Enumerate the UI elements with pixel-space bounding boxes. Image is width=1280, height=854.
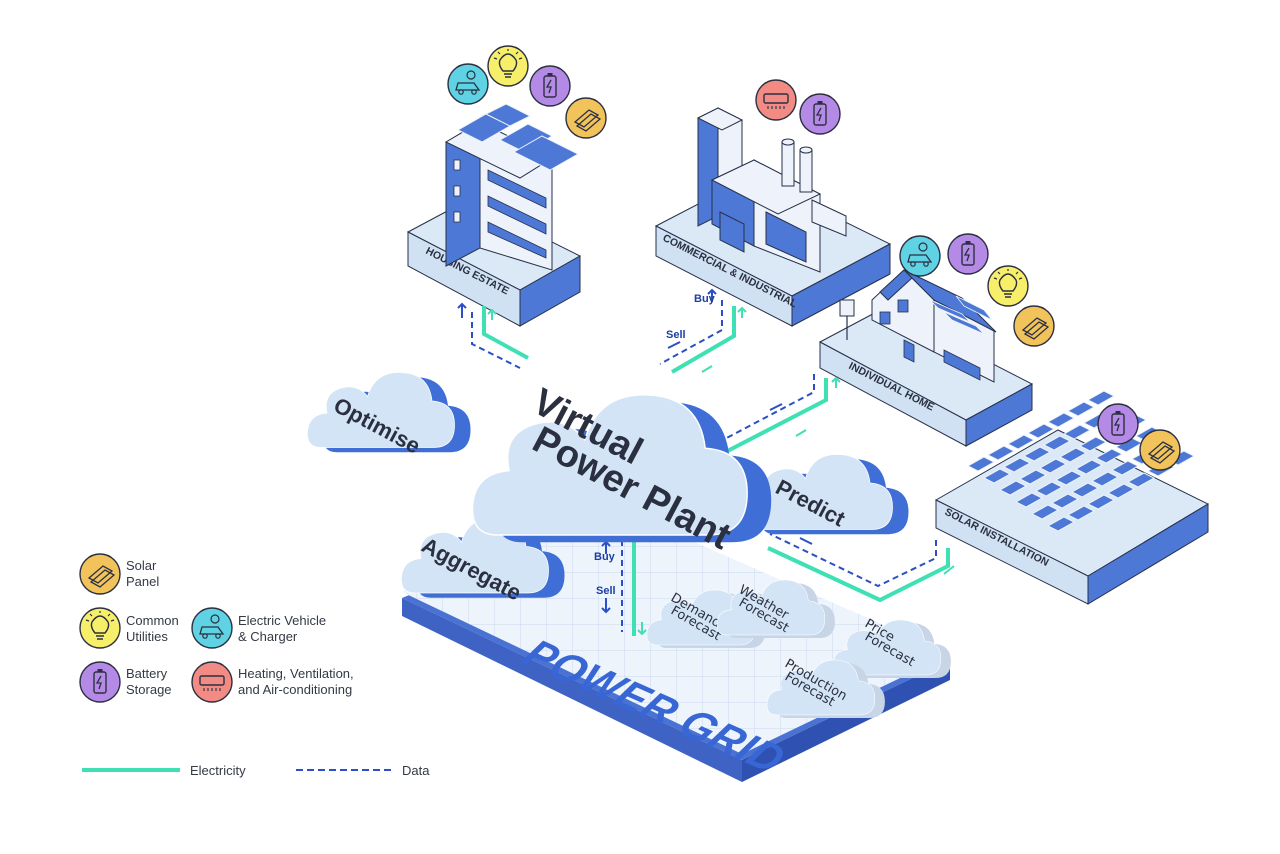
individual-home: INDIVIDUAL HOME	[818, 233, 1055, 447]
sell-label-commercial: Sell	[666, 329, 686, 341]
solar-panel-tile	[1034, 481, 1064, 497]
battery-icon-housing	[529, 65, 571, 107]
legend-utilities-line2: Utilities	[126, 629, 168, 644]
solar-panel-tile	[1022, 446, 1052, 462]
solar-panel-tile	[966, 456, 996, 472]
legend-battery-line2: Storage	[126, 682, 172, 697]
legend-hvac-line2: and Air-conditioning	[238, 682, 352, 697]
solar-panel-tile	[1094, 448, 1124, 464]
buy-label-grid: Buy	[594, 551, 616, 563]
solar-panel-tile	[1066, 505, 1096, 521]
legend: Solar Panel Common Utilities Battery Sto…	[79, 553, 430, 778]
lightbulb-icon-housing	[487, 45, 529, 87]
solar-panel-tile	[1110, 460, 1140, 476]
solar-panel-tile	[1046, 516, 1076, 532]
legend-utilities-line1: Common	[126, 613, 179, 628]
ev-icon-home	[899, 235, 941, 277]
solar-panel-tile	[1066, 401, 1096, 417]
housing-estate: HOUSING ESTATE	[406, 45, 607, 327]
solar-panel-tile	[1038, 458, 1068, 474]
legend-electricity-label: Electricity	[190, 763, 246, 778]
legend-ev-line1: Electric Vehicle	[238, 613, 326, 628]
legend-battery-line1: Battery	[126, 666, 168, 681]
sell-label-grid: Sell	[596, 585, 616, 597]
battery-icon-commercial	[799, 93, 841, 135]
buy-label-commercial: Buy	[694, 293, 716, 305]
legend-hvac-line1: Heating, Ventilation,	[238, 666, 354, 681]
solar-panel-tile	[1026, 423, 1056, 439]
legend-solar-panel-icon	[79, 553, 121, 595]
solar-panel-tile	[1090, 471, 1120, 487]
solar-panel-tile	[1074, 459, 1104, 475]
solar-panel-tile	[1054, 470, 1084, 486]
legend-solar-line2: Panel	[126, 574, 159, 589]
legend-solar-line1: Solar	[126, 558, 157, 573]
legend-data-label: Data	[402, 763, 430, 778]
solar-panel-tile	[998, 480, 1028, 496]
optimise-cloud: Optimise	[306, 371, 471, 459]
solar-panel-tile	[1086, 390, 1116, 406]
solar-installation: SOLAR INSTALLATION	[934, 390, 1210, 605]
solar-panel-tile	[1006, 434, 1036, 450]
solar-panel-tile	[1086, 494, 1116, 510]
solar-panel-tile	[1002, 457, 1032, 473]
predict-cloud: Predict	[744, 453, 909, 535]
flow-lines	[457, 288, 955, 636]
legend-ev-icon	[191, 607, 233, 649]
legend-air-conditioner-icon	[191, 661, 233, 703]
solar-panel-tile	[1062, 424, 1092, 440]
solar-panel-tile	[986, 445, 1016, 461]
solar-panel-tile	[982, 468, 1012, 484]
solar-panel-tile	[1030, 504, 1060, 520]
lightbulb-icon-home	[987, 265, 1029, 307]
legend-battery-icon	[79, 661, 121, 703]
solar-panel-tile	[1050, 493, 1080, 509]
ev-icon-housing	[447, 63, 489, 105]
solar-panel-icon-housing	[565, 97, 607, 139]
solar-panel-tile	[1070, 482, 1100, 498]
solar-panel-tile	[1106, 483, 1136, 499]
solar-panel-tile	[1014, 492, 1044, 508]
solar-panel-icon-home	[1013, 305, 1055, 347]
solar-panel-tile	[1058, 447, 1088, 463]
legend-lightbulb-icon	[79, 607, 121, 649]
battery-icon-home	[947, 233, 989, 275]
aggregate-cloud: Aggregate	[400, 517, 565, 605]
air-conditioner-icon-commercial	[755, 79, 797, 121]
battery-icon-solar	[1097, 403, 1139, 445]
solar-panel-tile	[1126, 472, 1156, 488]
solar-panel-icon-solar	[1139, 429, 1181, 471]
solar-panel-tile	[1042, 435, 1072, 451]
legend-ev-line2: & Charger	[238, 629, 298, 644]
commercial-industrial: COMMERCIAL & INDUSTRIAL	[654, 79, 892, 327]
solar-panel-tile	[1046, 412, 1076, 428]
solar-panel-tile	[1078, 436, 1108, 452]
solar-panel-tile	[1018, 469, 1048, 485]
